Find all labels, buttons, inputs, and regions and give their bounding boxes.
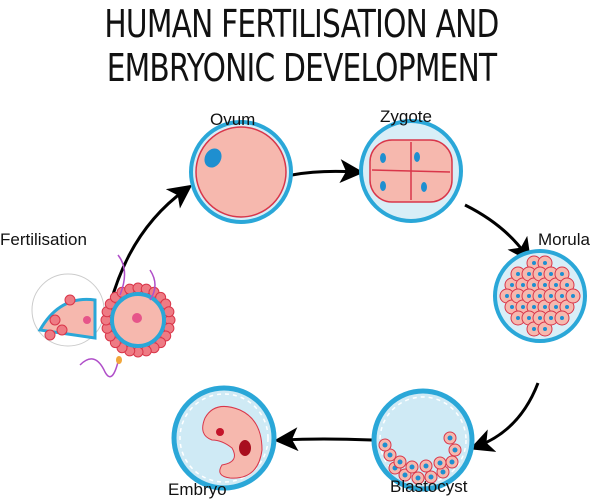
label-fertilisation: Fertilisation: [0, 230, 87, 249]
nucleus: [382, 442, 388, 448]
nucleus: [560, 316, 564, 320]
nucleus: [532, 283, 536, 287]
nucleus: [521, 305, 525, 309]
nucleus: [543, 261, 547, 265]
nucleus: [560, 272, 564, 276]
nucleus: [538, 294, 542, 298]
nucleus: [549, 294, 553, 298]
ovum-illustration: [189, 120, 293, 224]
nucleus: [409, 464, 415, 470]
nucleus: [543, 283, 547, 287]
nucleus: [510, 305, 514, 309]
nucleus: [549, 316, 553, 320]
blastocyst-illustration: [371, 388, 475, 492]
arrow-ovum-to-zygote: [291, 159, 364, 184]
label-morula: Morula: [538, 230, 590, 249]
nucleus: [527, 294, 531, 298]
morula-illustration: [493, 249, 587, 343]
nucleus: [527, 272, 531, 276]
embryo-illustration: [171, 385, 277, 491]
nucleus: [428, 474, 434, 480]
label-blastocyst: Blastocyst: [390, 477, 468, 496]
nucleus: [521, 283, 525, 287]
title-line-2: EMBRYONIC DEVELOPMENT: [106, 46, 497, 90]
nucleus: [560, 294, 564, 298]
nucleus: [440, 469, 446, 475]
nucleus: [538, 316, 542, 320]
corona-cell: [44, 329, 56, 341]
nucleus: [565, 305, 569, 309]
nucleus: [423, 463, 429, 469]
nucleus: [437, 460, 443, 466]
nucleus: [452, 447, 458, 453]
arrow-morula-to-blastocyst: [469, 382, 540, 452]
nucleus: [449, 459, 455, 465]
corona-cell: [56, 324, 68, 336]
nucleus: [543, 327, 547, 331]
fertilisation-illustration: [31, 254, 176, 378]
arrow-blastocyst-to-embryo: [274, 427, 373, 452]
nucleus: [532, 305, 536, 309]
nucleus: [565, 283, 569, 287]
nucleus: [532, 327, 536, 331]
nucleus: [516, 272, 520, 276]
label-zygote: Zygote: [380, 107, 432, 126]
arrow-zygote-to-morula: [464, 203, 532, 263]
nucleus: [554, 305, 558, 309]
nucleus: [532, 261, 536, 265]
nucleus: [543, 305, 547, 309]
zygote-illustration: [359, 119, 463, 223]
nucleus: [415, 475, 421, 481]
nucleus: [397, 459, 403, 465]
nucleus: [510, 283, 514, 287]
nucleus: [571, 294, 575, 298]
nucleus: [516, 294, 520, 298]
nucleus: [402, 472, 408, 478]
title-line-1: HUMAN FERTILISATION AND: [104, 2, 499, 46]
label-ovum: Ovum: [210, 110, 256, 129]
corona-cell: [64, 294, 76, 306]
nucleus: [387, 452, 393, 458]
nucleus: [538, 272, 542, 276]
nucleus: [516, 316, 520, 320]
nucleus: [549, 272, 553, 276]
nucleus: [447, 435, 453, 441]
nucleus: [527, 316, 531, 320]
corona-cell: [49, 314, 61, 326]
nucleus: [505, 294, 509, 298]
arrow-fertilisation-to-ovum: [108, 184, 193, 306]
label-embryo: Embryo: [168, 480, 227, 499]
nucleus: [554, 283, 558, 287]
